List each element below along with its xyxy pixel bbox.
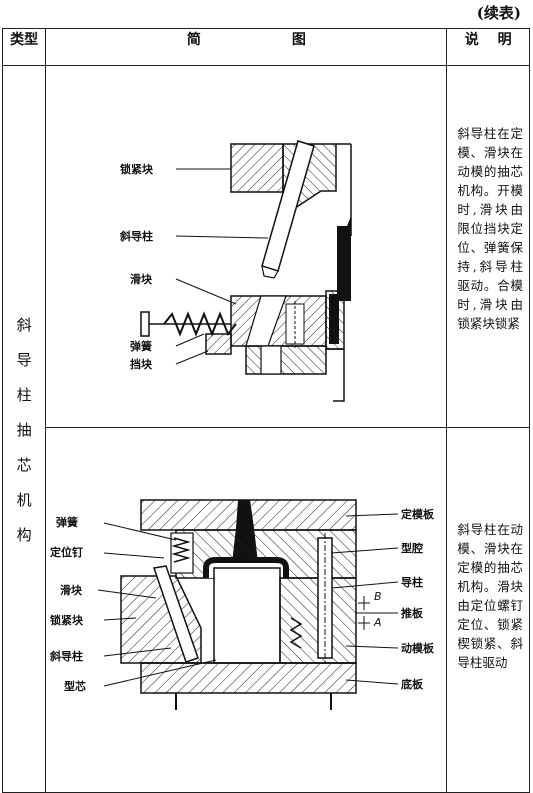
- label-parting-a: A: [373, 616, 382, 629]
- header-diagram-char-1: 简: [186, 32, 201, 48]
- spring-shape: [140, 311, 238, 337]
- note2-text: 斜导柱在动模、滑块在定模的抽芯机构。滑块由定位螺钉定位、锁紧楔锁紧、斜导柱驱动: [457, 522, 523, 670]
- label-slider: 滑块: [130, 272, 153, 286]
- header-type-label: 类型: [10, 32, 39, 48]
- figure2-drawing: B A: [49, 499, 435, 710]
- label-angle-pin: 斜导柱: [49, 649, 83, 663]
- header-note-char-2: 明: [497, 32, 512, 48]
- header-diagram-char-2: 图: [291, 32, 306, 48]
- label-guide-pin: 导柱: [401, 575, 423, 589]
- figure1-leaders: [176, 168, 269, 365]
- slider-shape: [120, 532, 203, 664]
- angle-pin-shape: [261, 140, 316, 279]
- figure1-drawing: 锁紧块 斜导柱 滑块 弹簧 挡块: [119, 140, 353, 402]
- moving-plate-shape: [245, 345, 346, 402]
- label-fixed-plate: 定模板: [401, 507, 435, 521]
- type-char: 芯: [16, 455, 32, 474]
- figure2-cell: B A: [45, 427, 448, 793]
- header-note: 说 明: [446, 28, 530, 66]
- slider-shape: [230, 290, 346, 350]
- continued-label: (续表): [476, 4, 521, 22]
- type-char: 构: [16, 525, 32, 544]
- type-char: 柱: [16, 385, 32, 404]
- figure1-cell: 锁紧块 斜导柱 滑块 弹簧 挡块: [45, 65, 448, 428]
- label-base-plate: 底板: [401, 677, 424, 691]
- type-vertical-text: 斜 导 柱 抽 芯 机 构: [3, 314, 45, 545]
- label-parting-b: B: [374, 590, 382, 603]
- label-locking-block: 锁紧块: [50, 613, 84, 627]
- label-moving-plate: 动模板: [401, 641, 435, 655]
- row-2: B A: [3, 427, 530, 793]
- fixed-plate-shape: [337, 206, 353, 301]
- type-char: 斜: [16, 315, 32, 334]
- header-type: 类型: [1, 28, 47, 66]
- label-spring: 弹簧: [130, 339, 152, 353]
- parting-arrows: [358, 596, 371, 630]
- core-shape: [213, 567, 282, 664]
- stop-block-shape: [205, 333, 233, 355]
- guide-pin-shape: [279, 533, 358, 664]
- base-plate-shape: [140, 662, 358, 710]
- label-cavity: 型腔: [401, 541, 423, 555]
- type-char: 抽: [16, 420, 32, 439]
- label-locating-screw: 定位钉: [50, 545, 83, 559]
- label-stop-block: 挡块: [130, 357, 153, 371]
- figure2-leaders-right: [331, 513, 399, 685]
- note1-text: 斜导柱在定模、滑块在动模的抽芯机构。开模时,滑块由限位挡块定位、弹簧保持,斜导柱…: [457, 126, 523, 331]
- header-row: 类型 简 图 说 明: [1, 28, 530, 66]
- label-locking-block: 锁紧块: [120, 162, 154, 176]
- figure2-leaders-left: [98, 522, 217, 687]
- type-cell: 斜 导 柱 抽 芯 机 构: [1, 65, 47, 793]
- type-char: 机: [16, 490, 32, 509]
- note2-cell: 斜导柱在动模、滑块在定模的抽芯机构。滑块由定位螺钉定位、锁紧楔锁紧、斜导柱驱动: [446, 427, 530, 793]
- label-angle-pin: 斜导柱: [119, 229, 153, 243]
- mechanism-table: 类型 简 图 说 明 斜 导 柱 抽 芯 机 构: [1, 28, 530, 793]
- label-spring: 弹簧: [56, 515, 78, 529]
- label-core: 型芯: [64, 679, 86, 693]
- note1-cell: 斜导柱在定模、滑块在动模的抽芯机构。开模时,滑块由限位挡块定位、弹簧保持,斜导柱…: [446, 65, 530, 428]
- label-push-plate: 推板: [401, 606, 424, 620]
- header-diagram: 简 图: [45, 28, 448, 66]
- row-1: 斜 导 柱 抽 芯 机 构: [1, 65, 530, 793]
- type-char: 导: [16, 350, 32, 369]
- header-note-char-1: 说: [464, 32, 479, 48]
- label-slider: 滑块: [60, 583, 83, 597]
